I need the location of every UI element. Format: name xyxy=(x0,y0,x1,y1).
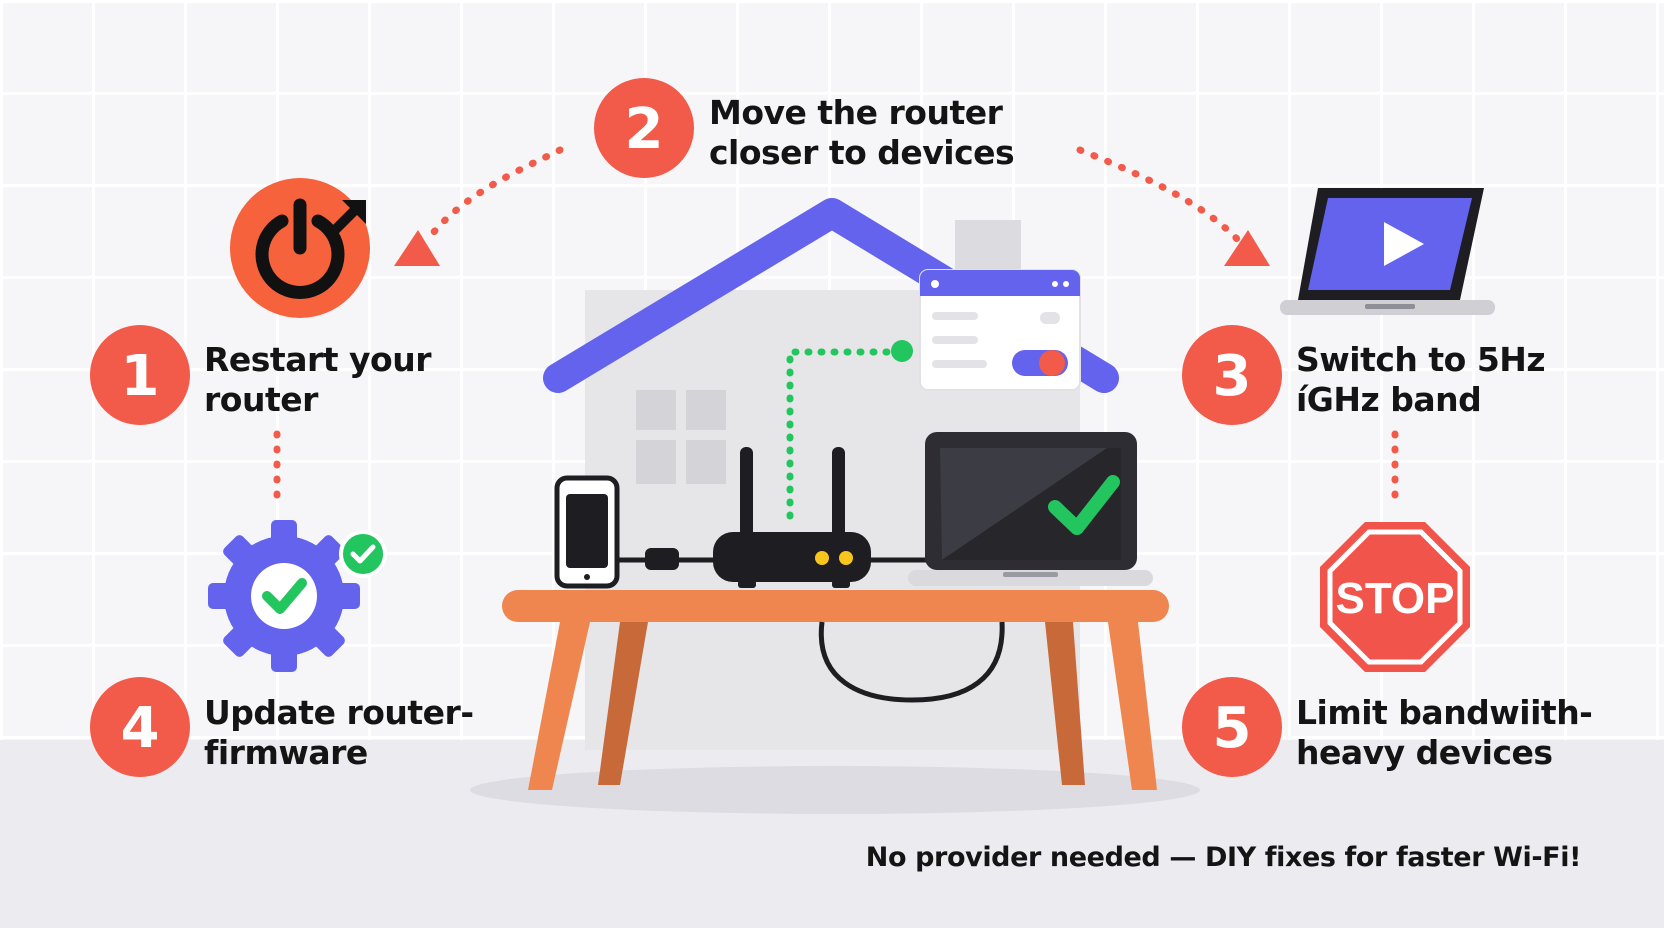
arrowhead-left xyxy=(394,230,440,266)
step-2-label: Move the router closer to devices xyxy=(709,93,1015,173)
stop-sign-icon: STOP xyxy=(1320,522,1470,672)
signal-node xyxy=(891,340,913,362)
step-badge-3: 3 xyxy=(1182,325,1282,425)
router-icon xyxy=(713,447,871,588)
smartphone-icon xyxy=(554,475,620,589)
step-5-label: Limit bandwiith- heavy devices xyxy=(1296,693,1593,773)
step-badge-5: 5 xyxy=(1182,677,1282,777)
table-top xyxy=(502,590,1169,622)
check-badge-icon xyxy=(339,530,387,578)
step-1-line-1: Restart your xyxy=(204,340,431,379)
step-badge-4: 4 xyxy=(90,677,190,777)
svg-text:3: 3 xyxy=(1213,344,1252,409)
floor-shadow xyxy=(470,766,1200,814)
arrowhead-right xyxy=(1224,230,1270,266)
laptop-play-icon xyxy=(1280,188,1495,315)
power-restart-icon xyxy=(230,178,370,318)
step-4-line-2: firmware xyxy=(204,733,368,772)
step-badge-1: 1 xyxy=(90,325,190,425)
step-3-line-2: íGHz band xyxy=(1296,380,1482,419)
router-antenna xyxy=(832,447,845,537)
table-illustration xyxy=(502,590,1169,790)
step-badge-2: 2 xyxy=(594,78,694,178)
step-4-line-1: Update router- xyxy=(204,693,474,732)
cable-adapter xyxy=(645,548,679,570)
step-3-line-1: Switch to 5Hz xyxy=(1296,340,1546,379)
router-antenna xyxy=(740,447,753,537)
laptop-on-table xyxy=(908,432,1153,586)
step-1-label: Restart your router xyxy=(204,340,431,420)
band-toggle-switch xyxy=(1012,350,1068,376)
signal-path xyxy=(786,348,904,529)
svg-text:4: 4 xyxy=(121,696,160,761)
svg-text:5: 5 xyxy=(1213,696,1252,761)
step-2-line-2: closer to devices xyxy=(709,133,1015,172)
step-3-label: Switch to 5Hz íGHz band xyxy=(1296,340,1546,420)
step-5-line-2: heavy devices xyxy=(1296,733,1553,772)
step-5-line-1: Limit bandwiith- xyxy=(1296,693,1593,732)
step-1-line-2: router xyxy=(204,380,318,419)
arrow-step2-to-step1 xyxy=(422,146,564,246)
step-2-line-1: Move the router xyxy=(709,93,1003,132)
footer-caption: No provider needed — DIY fixes for faste… xyxy=(865,842,1582,873)
gear-check-icon xyxy=(208,520,360,672)
svg-text:1: 1 xyxy=(121,344,160,409)
svg-text:2: 2 xyxy=(625,97,664,162)
step-4-label: Update router- firmware xyxy=(204,693,474,773)
router-settings-panel xyxy=(919,269,1081,391)
house-window xyxy=(636,390,726,484)
success-check-icon xyxy=(1048,475,1120,535)
play-icon xyxy=(1384,222,1424,266)
stop-sign-text: STOP xyxy=(1335,574,1454,623)
under-table-cable xyxy=(818,621,1005,703)
arrow-step2-to-step3 xyxy=(1076,146,1242,244)
